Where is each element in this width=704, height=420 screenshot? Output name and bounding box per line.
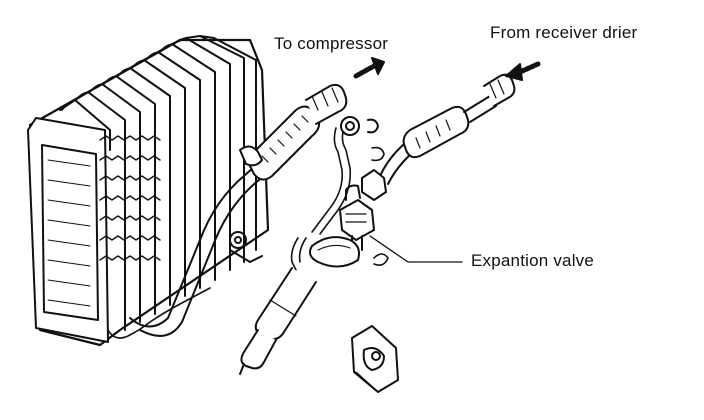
to-compressor-label: To compressor: [274, 34, 389, 53]
flow-arrows: [353, 57, 541, 81]
bulb-clamp: [351, 325, 399, 393]
sensing-bulb: [239, 237, 317, 375]
suction-pipe: [129, 83, 348, 337]
expansion-valve-body: [309, 184, 463, 268]
evaporator-core: [27, 35, 270, 347]
from-receiver-drier-label: From receiver drier: [490, 23, 638, 42]
capillary-tube: [311, 116, 385, 235]
from-receiver-arrow-icon: [505, 61, 541, 81]
liquid-line: [361, 73, 516, 201]
to-compressor-arrow-icon: [353, 57, 385, 79]
expansion-valve-label: Expantion valve: [471, 251, 595, 270]
